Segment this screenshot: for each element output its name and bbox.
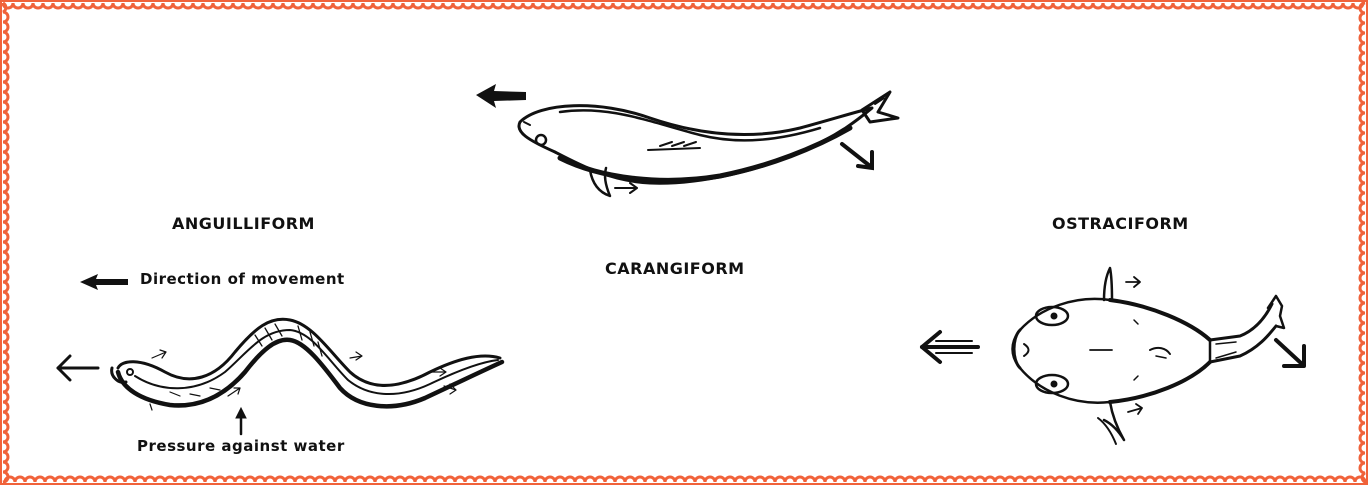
carangiform-tail-arrow (842, 144, 872, 168)
carangiform-direction-arrow (476, 84, 526, 108)
ostraciform-label: OSTRACIFORM (1052, 214, 1189, 233)
direction-of-movement-label: Direction of movement (140, 270, 345, 288)
pressure-arrow (236, 408, 246, 434)
carangiform-label: CARANGIFORM (605, 259, 745, 278)
border-scallop-line (3, 3, 1365, 482)
anguilliform-eel (112, 319, 502, 410)
anguilliform-label: ANGUILLIFORM (172, 214, 315, 233)
ostraciform-direction-arrow (922, 332, 978, 362)
anguilliform-direction-arrow (58, 356, 98, 380)
ostraciform-tail-arrow (1276, 340, 1304, 366)
direction-legend-arrow (80, 274, 128, 290)
pressure-against-water-label: Pressure against water (137, 437, 345, 455)
ostraciform-boxfish (1013, 268, 1285, 444)
